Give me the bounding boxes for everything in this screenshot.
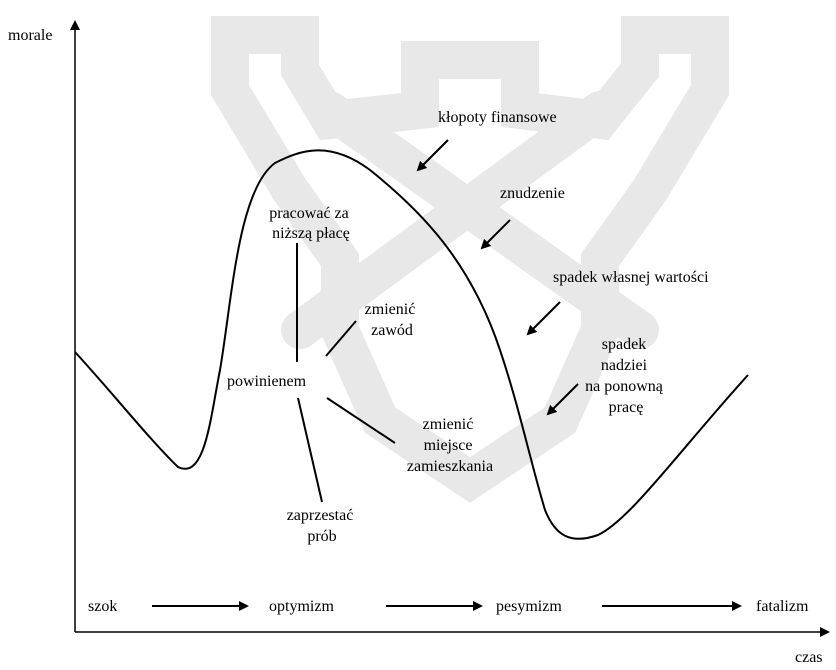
y-axis-label: morale xyxy=(8,27,52,44)
factor-label-self-worth: spadek własnej wartości xyxy=(553,269,709,286)
arrow-financial xyxy=(416,139,449,172)
phase-sequence: szok optymizm pesymizm fatalizm xyxy=(88,598,809,615)
connector-miejsce xyxy=(326,397,396,444)
phase-fatalism: fatalizm xyxy=(756,598,809,615)
option-label-stop-trying: zaprzestać prób xyxy=(287,507,358,545)
option-label-change-residence: zmienić miejsce zamieszkania xyxy=(407,416,493,475)
arrow-self-worth xyxy=(526,301,561,336)
arrow-hope xyxy=(546,383,579,416)
factor-label-financial: kłopoty finansowe xyxy=(438,109,557,126)
phase-pessimism: pesymizm xyxy=(496,598,562,615)
option-label-lower-pay: pracować za niższą płacę xyxy=(269,205,353,242)
option-label-change-profession: zmienić zawód xyxy=(365,301,420,339)
center-label: powinienem xyxy=(227,373,307,390)
factor-label-boredom: znudzenie xyxy=(500,185,565,202)
morale-curve xyxy=(74,149,749,540)
connector-zawód xyxy=(325,320,357,357)
factor-arrows xyxy=(416,139,579,416)
x-axis-label: czas xyxy=(795,649,823,665)
watermark-emblem xyxy=(211,16,729,503)
option-connectors xyxy=(296,243,396,503)
arrow-boredom xyxy=(480,219,511,250)
factor-label-hope: spadek nadziei na ponowną pracę xyxy=(585,336,667,416)
axes: morale czas xyxy=(8,20,830,666)
phase-shock: szok xyxy=(88,598,117,615)
phase-optimism: optymizm xyxy=(269,598,334,615)
connector-zaprzestać xyxy=(297,397,323,503)
